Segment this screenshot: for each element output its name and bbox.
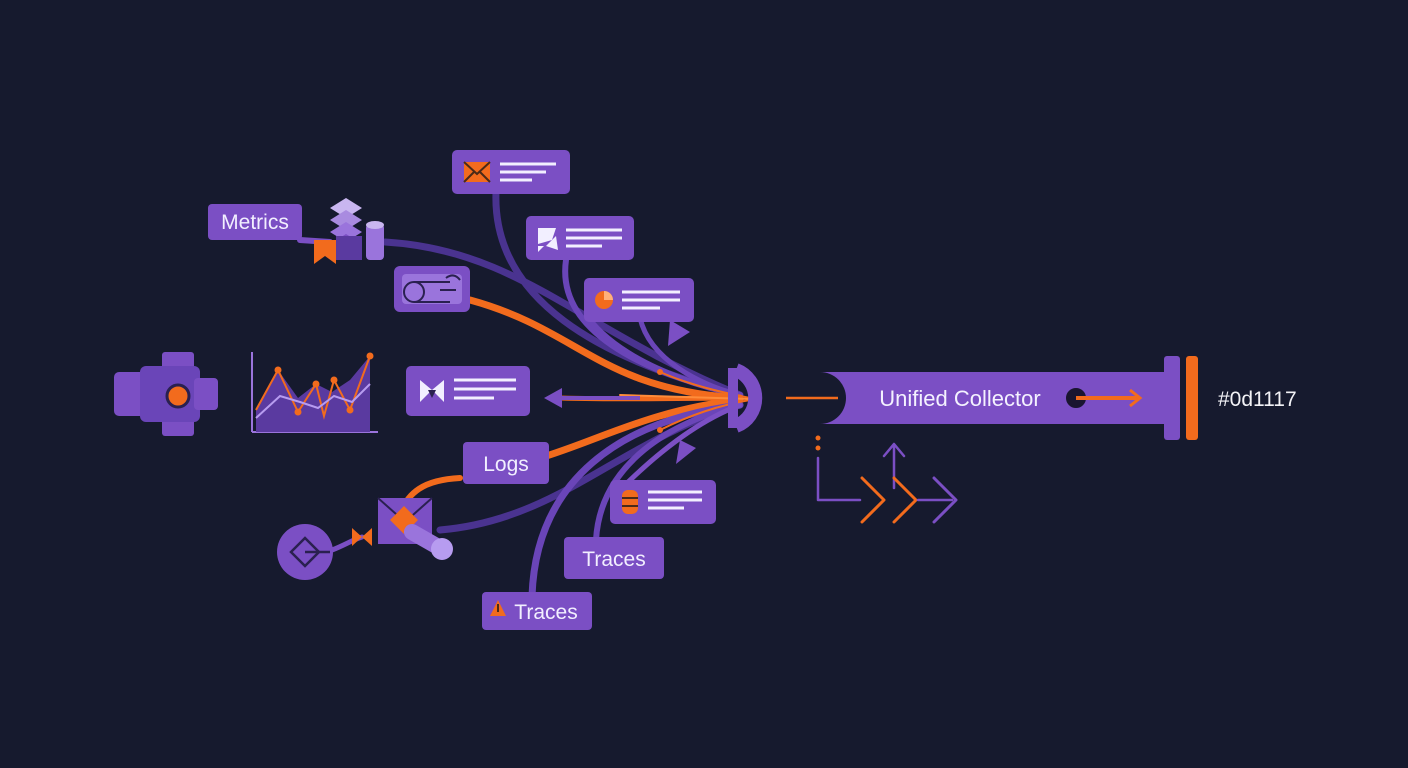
collector-hub — [728, 363, 838, 433]
metrics-label[interactable]: Metrics — [208, 204, 302, 240]
logs-label[interactable]: Logs — [463, 442, 549, 484]
collector-label: Unified Collector — [879, 386, 1040, 411]
stack-icon — [330, 198, 362, 260]
fan-dot-1 — [657, 369, 663, 375]
bow-connector-icon — [352, 528, 372, 546]
traces-label-2-text: Traces — [514, 601, 577, 624]
pie-chart-icon — [595, 291, 613, 309]
unified-collector[interactable]: Unified Collector — [820, 356, 1198, 440]
envelope-diamond-icon — [377, 497, 453, 560]
metrics-label-text: Metrics — [221, 211, 289, 234]
scroll-icon — [394, 266, 470, 312]
hex-code-label: #0d1117 — [1218, 388, 1297, 411]
card-pie[interactable] — [584, 278, 694, 322]
output-path-line — [816, 456, 862, 502]
card-envelope[interactable] — [452, 150, 570, 194]
flow-logs — [536, 396, 744, 462]
traces-label-1[interactable]: Traces — [564, 537, 664, 579]
flow-scroll — [466, 296, 744, 402]
puzzle-node-icon[interactable] — [114, 352, 218, 436]
arrowhead-down — [676, 440, 696, 464]
bookmark-icon — [314, 240, 336, 264]
envelope-icon — [463, 161, 491, 183]
arrowhead-up — [668, 320, 690, 346]
flow-traces-1 — [593, 402, 743, 543]
database-icon — [366, 221, 384, 260]
output-up-arrow — [882, 442, 906, 490]
card-image[interactable] — [526, 216, 634, 260]
chevron-3 — [932, 476, 958, 524]
line-chart-icon — [251, 352, 378, 433]
traces-label-1-text: Traces — [582, 548, 645, 571]
collector-arrow-icon — [1066, 388, 1143, 408]
chevron-2 — [892, 476, 918, 524]
fan-line-1 — [659, 371, 751, 399]
fan-dot-2 — [657, 427, 663, 433]
diamond-circle-icon[interactable] — [277, 524, 333, 580]
logs-label-text: Logs — [483, 453, 529, 476]
bowtie-icon — [420, 380, 444, 402]
output-chevrons — [815, 435, 958, 524]
traces-label-2[interactable]: Traces — [482, 592, 592, 630]
image-icon — [538, 228, 558, 252]
flow-arrowheads — [544, 320, 696, 464]
fan-line-2 — [659, 399, 751, 431]
flow-traces-2 — [528, 401, 744, 600]
chevron-1 — [860, 476, 886, 524]
flow-card-3b — [637, 315, 743, 398]
card-bowtie[interactable] — [406, 366, 530, 416]
arrowhead-left — [544, 388, 562, 408]
fire-icon — [622, 490, 638, 514]
flow-card-5 — [617, 402, 743, 493]
card-fire[interactable] — [610, 480, 716, 524]
alert-icon — [490, 600, 506, 616]
